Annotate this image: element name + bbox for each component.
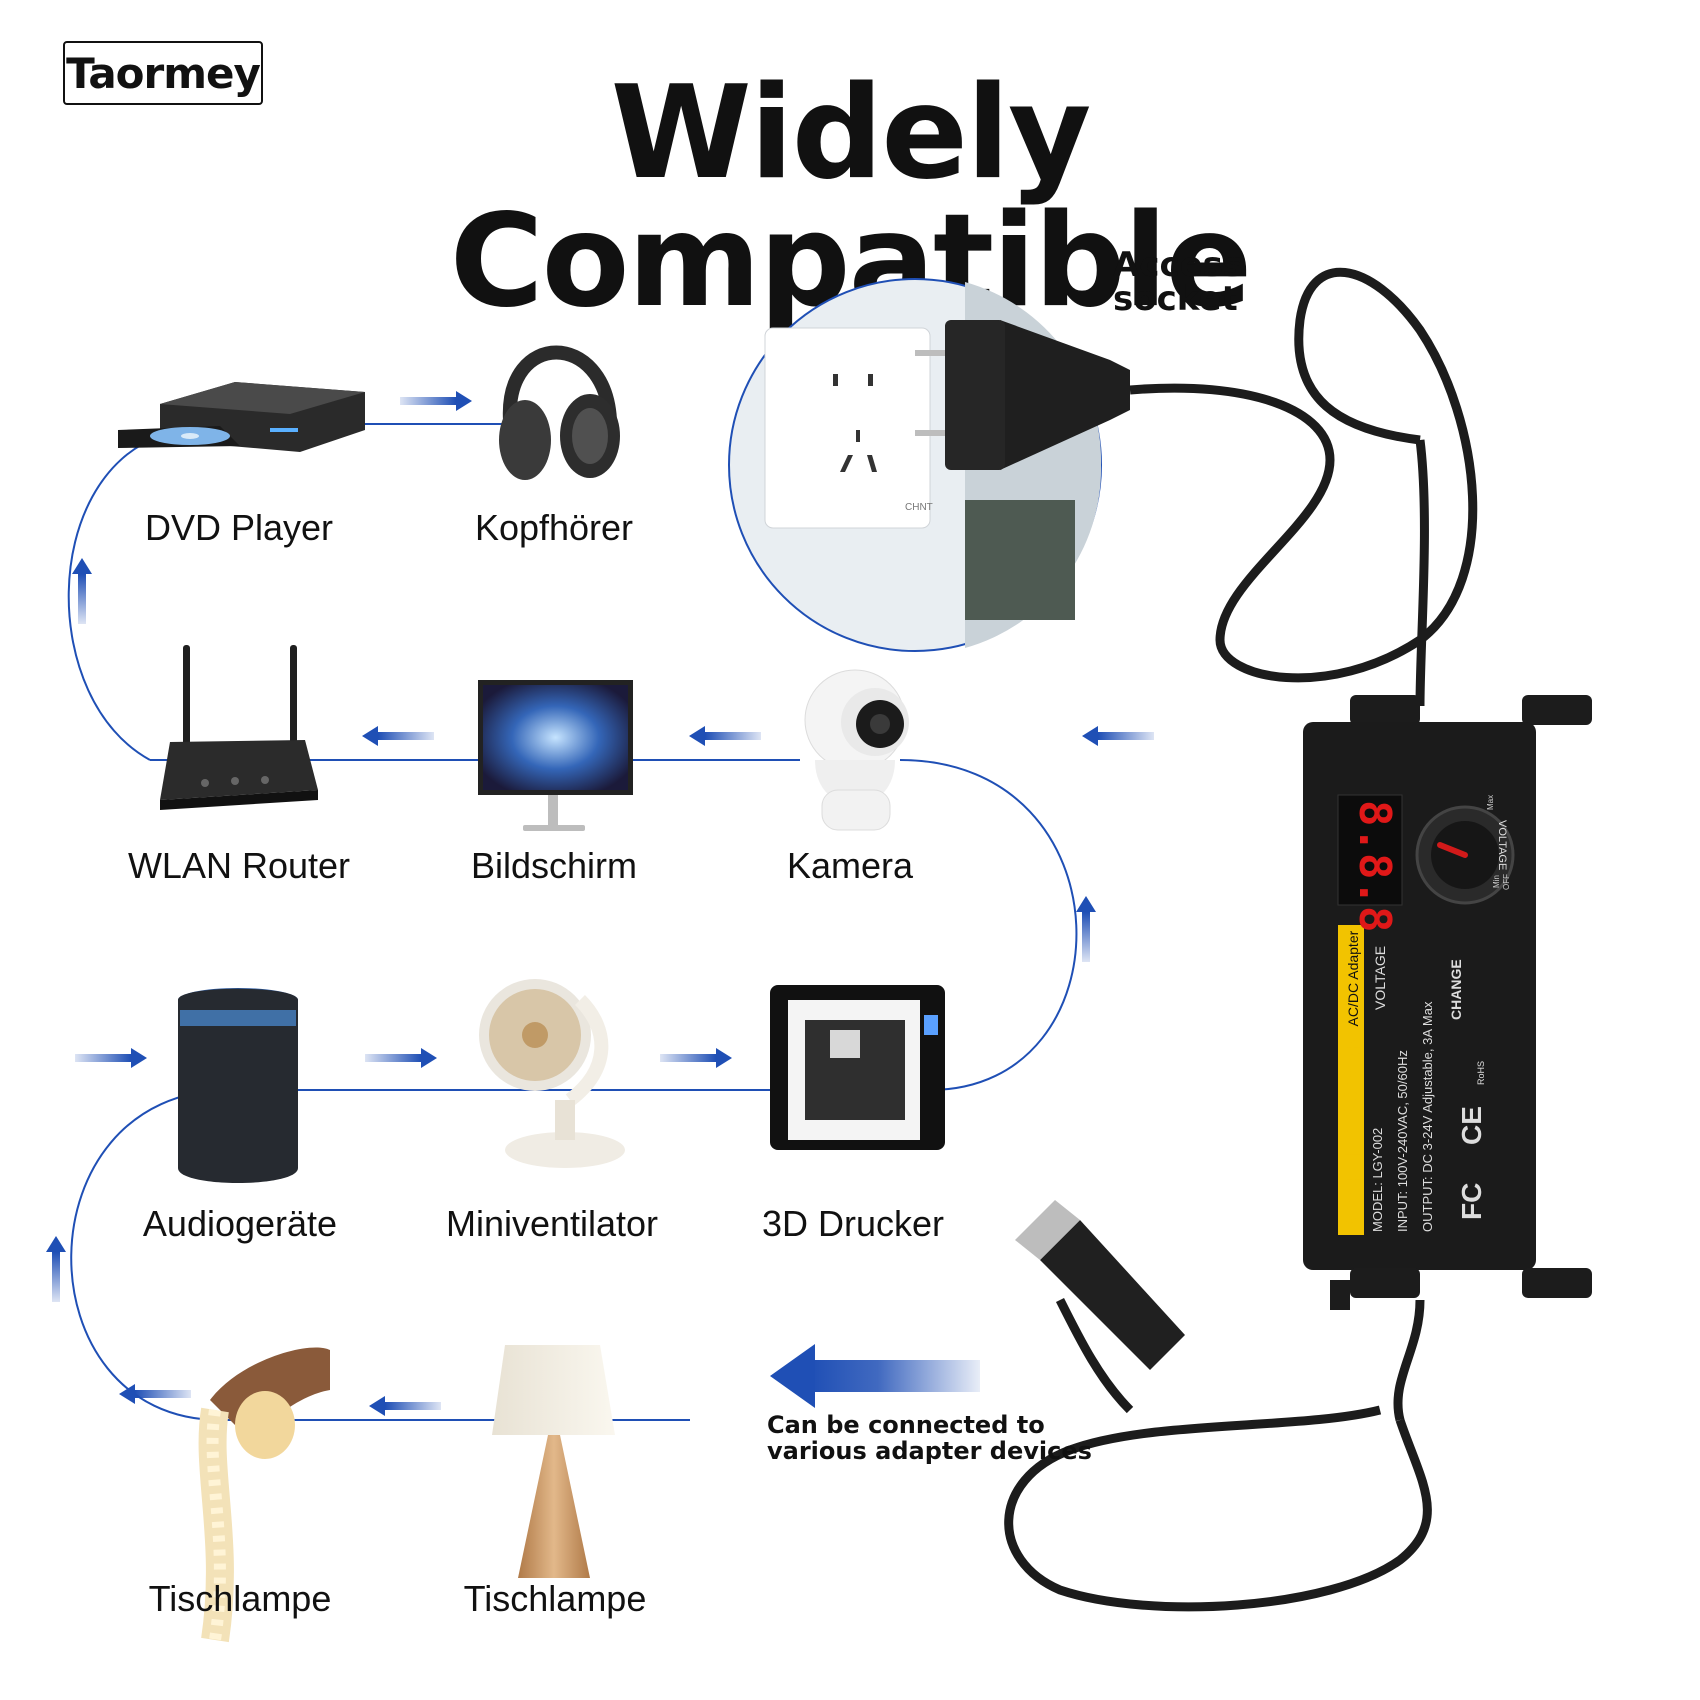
adapter-badge: AC/DC Adapter [1344,926,1362,1031]
router-icon [160,645,318,810]
label-wlan-router: WLAN Router [127,845,351,886]
arrow-up-icon [46,1236,66,1302]
arrow-left-icon [689,726,761,746]
label-tischlampe: Tischlampe [463,1578,647,1619]
socket-callout-line1: Access [1113,245,1244,285]
connector-lines [67,423,1078,1421]
speaker-icon [178,988,298,1183]
led-strip-icon [198,1347,330,1643]
adapter-callout-line1: Can be connected to [767,1411,1045,1439]
arrow-right-icon [660,1048,732,1068]
printer-3d-icon [770,985,945,1150]
adapter-callout-line2: various adapter devices [767,1437,1092,1465]
adapter-change-label: CHANGE [1448,959,1464,1020]
rohs-mark: RoHS [1476,1060,1486,1085]
table-lamp-icon [492,1345,615,1578]
big-arrow-left-icon [770,1344,980,1408]
label-dvd-player: DVD Player [144,507,334,548]
arrow-left-icon [362,726,434,746]
adapter-knob-label: VOLTAGE [1496,820,1508,871]
brand-logo: Taormey [63,41,263,105]
label-audiogeraete: Audiogeräte [142,1203,338,1244]
adapter-brand-line: ADAPTER POWER [1340,1036,1365,1232]
headphones-icon [499,345,620,480]
adapter-knob-min: Min [1492,875,1501,888]
arrow-left-icon [369,1396,441,1416]
adapter-knob-off: OFF [1502,874,1511,890]
adapter-display: 8.8.8 [1349,800,1400,933]
wall-socket-image: CHNT [728,278,1102,652]
plug-and-cable [915,267,1478,707]
adapter-output: OUTPUT: DC 3-24V Adjustable, 3A Max [1420,1001,1435,1232]
adapter-callout: Can be connected to various adapter devi… [767,1413,1092,1463]
label-bildschirm: Bildschirm [470,845,638,886]
socket-brand: CHNT [905,502,933,513]
arrow-left-icon [1082,726,1154,746]
label-kopfhoerer: Kopfhörer [474,507,634,548]
monitor-icon [478,680,633,831]
socket-callout: Access socket [1113,248,1243,316]
fan-icon [479,979,625,1168]
dvd-player-icon [118,382,365,452]
arrow-up-icon [72,558,92,624]
arrow-right-icon [75,1048,147,1068]
adapter-knob-max: Max [1486,794,1495,810]
ce-mark: CE [1456,1106,1487,1145]
label-miniventilator: Miniventilator [445,1203,659,1244]
arrow-up-icon [1076,896,1096,962]
socket-callout-line2: socket [1113,279,1238,319]
fcc-mark: FC [1456,1182,1487,1220]
arrow-right-icon [365,1048,437,1068]
power-adapter-image [1004,695,1592,1612]
arrow-right-icon [400,391,472,411]
arrow-left-icon [119,1384,191,1404]
label-kamera: Kamera [786,845,914,886]
flow-arrows [46,391,1154,1416]
adapter-voltage-label: VOLTAGE [1372,945,1388,1010]
label-tischlampe-strip: Tischlampe [148,1578,332,1619]
label-3d-drucker: 3D Drucker [761,1203,945,1244]
adapter-input: INPUT: 100V-240VAC, 50/60Hz [1395,1050,1410,1232]
camera-icon [804,669,909,831]
